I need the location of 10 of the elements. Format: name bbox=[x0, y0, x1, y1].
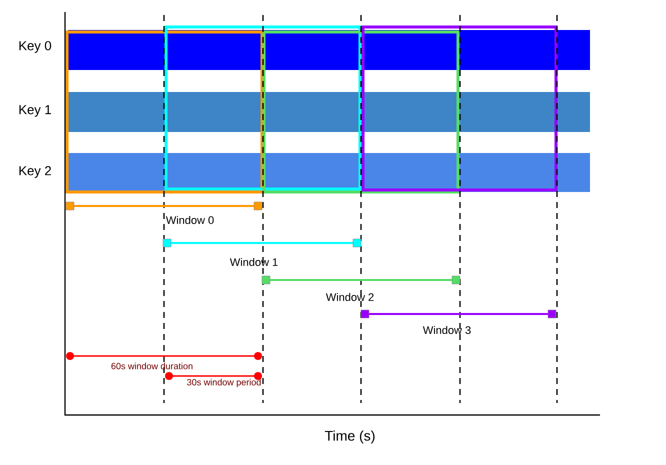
duration-label: 30s window period bbox=[187, 378, 261, 388]
duration-label: 60s window duration bbox=[111, 362, 192, 370]
window-label: Window 0 bbox=[166, 216, 214, 224]
key-label: Key 0 bbox=[19, 41, 52, 53]
window-label: Window 3 bbox=[422, 326, 471, 334]
window-label: Window 2 bbox=[326, 292, 374, 302]
key-label: Key 1 bbox=[19, 105, 51, 117]
key-label: Key 2 bbox=[19, 166, 51, 178]
window-label: Window 1 bbox=[230, 258, 278, 266]
axis-title: Time (s) bbox=[324, 430, 375, 444]
